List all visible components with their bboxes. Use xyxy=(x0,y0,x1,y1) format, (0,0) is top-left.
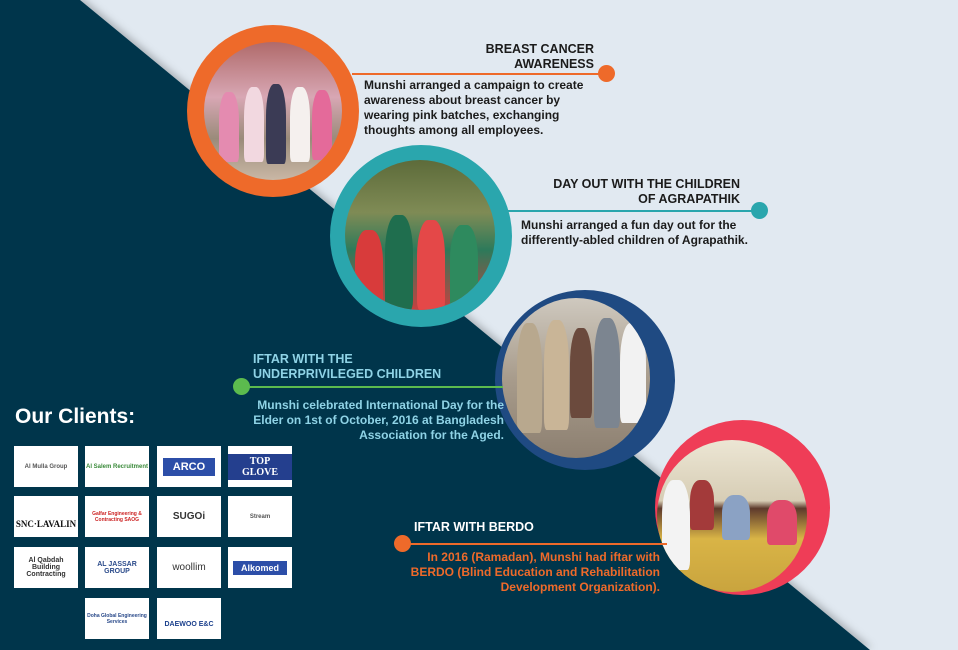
client-logo: ARCO xyxy=(157,446,221,487)
event-title: IFTAR WITH BERDO xyxy=(414,520,534,534)
iftar-children-photo xyxy=(502,298,650,458)
connector-line xyxy=(352,73,602,75)
connector-line xyxy=(405,543,667,545)
client-logo: TOP GLOVE xyxy=(228,446,292,487)
day-out-photo xyxy=(345,160,495,310)
client-logo: SNC·LAVALIN xyxy=(14,496,78,537)
client-logo: Galfar Engineering & Contracting SAOG xyxy=(85,496,149,537)
connector-dot xyxy=(751,202,768,219)
event-title: DAY OUT WITH THE CHILDREN OF AGRAPATHIK xyxy=(553,177,740,206)
client-logo: DAEWOO E&C xyxy=(157,598,221,639)
event-title: BREAST CANCER AWARENESS xyxy=(485,42,594,71)
connector-line xyxy=(508,210,756,212)
connector-dot xyxy=(598,65,615,82)
client-logo: Al Salem Recruitment xyxy=(85,446,149,487)
client-logo: woollim xyxy=(157,547,221,588)
event-description: In 2016 (Ramadan), Munshi had iftar with… xyxy=(410,550,660,594)
client-logo: Al Mulla Group xyxy=(14,446,78,487)
client-logo: Stream xyxy=(228,496,292,537)
event-description: Munshi arranged a campaign to create awa… xyxy=(364,78,584,137)
client-logo: Doha Global Engineering Services xyxy=(85,598,149,639)
alkomed-logo-text: Alkomed xyxy=(232,560,287,575)
event-description: Munshi arranged a fun day out for the di… xyxy=(521,218,748,247)
connector-dot xyxy=(233,378,250,395)
client-logo: SUGOi xyxy=(157,496,221,537)
clients-heading: Our Clients: xyxy=(15,405,136,428)
event-description: Munshi celebrated International Day for … xyxy=(253,398,504,442)
event-title: IFTAR WITH THE UNDERPRIVILEGED CHILDREN xyxy=(253,352,442,381)
client-logo: Al Qabdah Building Contracting xyxy=(14,547,78,588)
connector-line xyxy=(245,386,503,388)
top-glove-logo-text: TOP GLOVE xyxy=(228,453,292,480)
client-logo: AL JASSAR GROUP xyxy=(85,547,149,588)
arco-logo-text: ARCO xyxy=(162,457,216,476)
client-logo: Alkomed xyxy=(228,547,292,588)
iftar-berdo-photo xyxy=(657,440,807,592)
connector-dot xyxy=(394,535,411,552)
breast-cancer-photo xyxy=(204,42,342,180)
